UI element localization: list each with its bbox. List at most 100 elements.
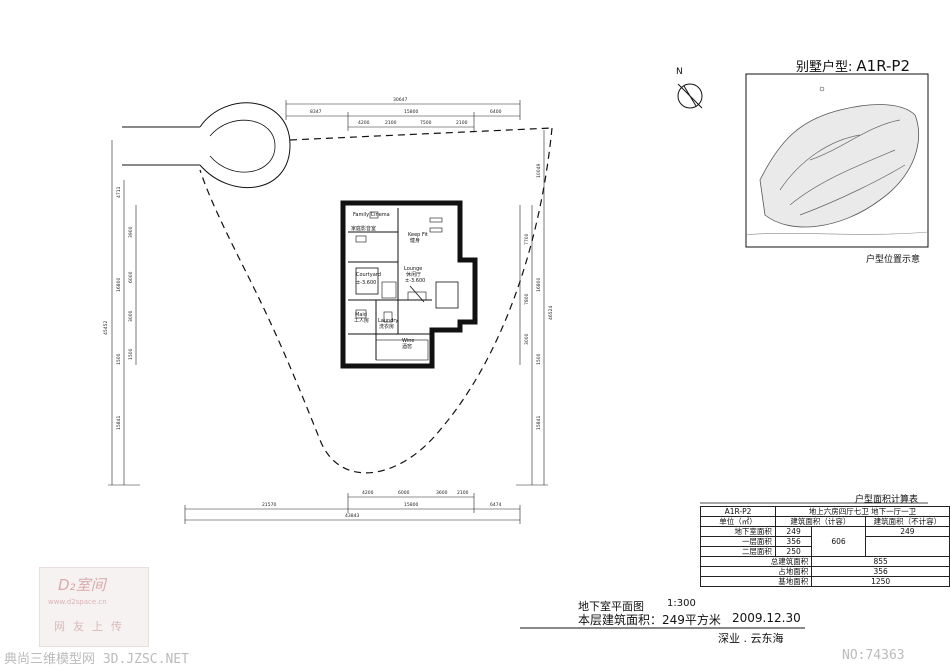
plan-title: 地下室平面图	[578, 600, 644, 613]
dim-top-part: 8347	[310, 110, 322, 115]
building-outline	[340, 200, 478, 369]
table-cell: 1250	[811, 576, 950, 587]
dim-bottom-inner: 3600	[436, 491, 448, 496]
floor-area-line: 本层建筑面积：249平方米	[578, 613, 721, 627]
villa-type-prefix: 别墅户型:	[796, 60, 853, 75]
table-cell: A1R-P2	[700, 506, 776, 517]
table-cell: 单位（㎡）	[700, 516, 776, 527]
room-wine: Wine	[402, 338, 415, 344]
table-cell: 249	[774, 526, 813, 537]
watermark-logo: D₂室间 www.d2space.cn 网友上传	[39, 567, 149, 647]
dim-left-part: 15841	[117, 415, 122, 430]
table-cell: 地上六房四厅七卫 地下一厅一卫	[774, 506, 950, 517]
logo-url: www.d2space.cn	[48, 598, 107, 606]
room-courtyard-elev: ±-3.600	[356, 280, 377, 286]
dim-left-part: 1500	[117, 353, 122, 365]
room-lounge-en: Lounge	[404, 266, 423, 272]
dim-bottom-total: 43843	[345, 514, 360, 519]
dim-right-total: 46524	[549, 305, 554, 320]
table-row: 地下室面积 249 606 249	[700, 526, 950, 557]
table-cell: 占地面积	[699, 566, 813, 577]
dim-right-part: 10049	[537, 163, 542, 178]
room-cinema-en: Family Cinema	[353, 212, 390, 218]
watermark-right: NO:74363	[842, 648, 905, 663]
area-table: A1R-P2 地上六房四厅七卫 地下一厅一卫 单位（㎡） 建筑面积（计容） 建筑…	[699, 506, 950, 587]
dim-top-part: 15800	[404, 110, 419, 115]
plan-date: 2009.12.30	[732, 611, 801, 625]
driveway	[122, 102, 291, 188]
dim-left-inner: 1500	[129, 348, 134, 360]
table-cell: 二层面积	[700, 546, 776, 557]
dim-right-inner: 3000	[525, 333, 530, 345]
dim-bottom-inner: 2100	[457, 491, 469, 496]
logo-subtitle: 网友上传	[54, 620, 130, 633]
table-cell: 855	[811, 556, 950, 567]
table-cell: 总建筑面积	[699, 556, 813, 567]
svg-text:N: N	[676, 67, 683, 77]
dim-left-part: 16800	[117, 277, 122, 292]
room-courtyard: Courtyard	[356, 272, 381, 278]
dim-bottom-inner: 6000	[398, 491, 410, 496]
dim-top-inner: 2100	[456, 121, 468, 126]
watermark-left: 典尚三维模型网 3D.JZSC.NET	[4, 652, 189, 667]
dim-left-inner: 3000	[129, 310, 134, 322]
room-cinema-cn: 家庭影音室	[351, 226, 377, 232]
table-cell: 建筑面积（不计容）	[864, 516, 950, 527]
room-maid: Maid	[355, 312, 367, 318]
plan-scale: 1:300	[667, 598, 696, 609]
dim-right-part: 15841	[537, 415, 542, 430]
dim-right-part: 1500	[537, 353, 542, 365]
dim-right-part: 16800	[537, 277, 542, 292]
room-keepfit-en: Keep Fit	[408, 232, 428, 238]
table-row: 总建筑面积 855	[699, 556, 950, 567]
dimension-lines	[108, 100, 548, 524]
logo-text: D₂室间	[58, 576, 106, 594]
room-wine-cn: 酒窖	[402, 344, 413, 350]
table-row: 占地面积 356	[699, 566, 950, 577]
dim-right-inner: 7800	[525, 293, 530, 305]
north-arrow-icon: N	[676, 67, 703, 109]
project-place: 深业 . 云东海	[718, 632, 784, 645]
area-table-caption: 户型面积计算表	[855, 495, 919, 505]
table-cell: 356	[811, 566, 950, 577]
site-sketch	[745, 73, 929, 248]
dim-top-part: 6400	[490, 110, 502, 115]
room-lounge-elev: ±-3.600	[405, 278, 426, 284]
dim-left-part: 4711	[117, 186, 122, 198]
dim-left-total: 45452	[104, 320, 109, 335]
dim-top-inner: 2100	[385, 121, 397, 126]
table-cell: 一层面积	[700, 536, 776, 547]
dim-bottom-part: 21570	[262, 503, 277, 508]
dim-right-inner: 7700	[525, 233, 530, 245]
table-cell: 606	[811, 526, 866, 557]
table-cell: 基地面积	[699, 576, 813, 587]
dim-left-inner: 6000	[129, 271, 134, 283]
room-keepfit-cn: 健身	[410, 238, 421, 244]
dim-top-inner: 4200	[358, 121, 370, 126]
table-cell: 建筑面积（计容）	[774, 516, 866, 527]
table-row: 单位（㎡） 建筑面积（计容） 建筑面积（不计容）	[700, 516, 950, 527]
dim-top-total: 30647	[393, 98, 408, 103]
table-row: 基地面积 1250	[699, 576, 950, 587]
title-rules	[520, 502, 928, 629]
table-cell: 249	[864, 526, 950, 537]
table-cell: 250	[774, 546, 813, 557]
site-sketch-caption: 户型位置示意	[866, 255, 921, 265]
room-laundry: Laundry	[378, 318, 399, 324]
room-maid-cn: 工人房	[354, 318, 370, 324]
room-laundry-cn: 洗衣房	[379, 324, 395, 330]
table-cell: 356	[774, 536, 813, 547]
table-row: 一层面积 356	[700, 536, 950, 557]
site-boundary	[199, 127, 553, 474]
dim-bottom-part: 15800	[404, 503, 419, 508]
table-cell	[864, 536, 950, 557]
room-lounge-cn: 休闲厅	[406, 272, 422, 278]
table-cell: 地下室面积	[700, 526, 776, 537]
dim-bottom-part: 6474	[490, 503, 502, 508]
dim-top-inner: 7500	[420, 121, 432, 126]
villa-type-label: 别墅户型:A1R-P2	[796, 56, 910, 75]
dim-left-inner: 3900	[129, 226, 134, 238]
dim-bottom-inner: 4200	[362, 491, 374, 496]
villa-type-code: A1R-P2	[856, 57, 911, 75]
